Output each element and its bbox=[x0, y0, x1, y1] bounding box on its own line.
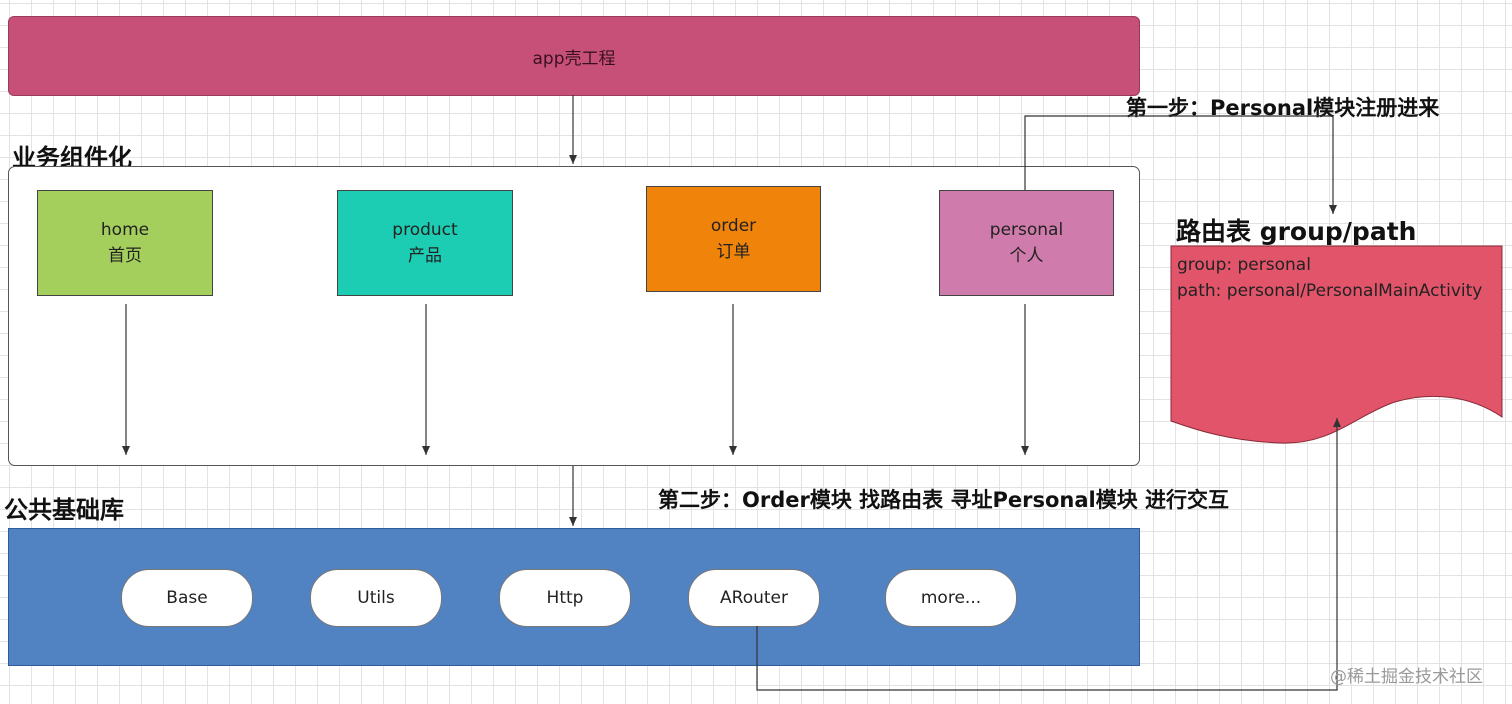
app-shell-label: app壳工程 bbox=[532, 48, 616, 69]
module-product-name: product bbox=[392, 220, 458, 240]
app-shell-box: app壳工程 bbox=[8, 16, 1140, 96]
route-table-shape bbox=[1170, 245, 1503, 444]
module-order-subtitle: 订单 bbox=[716, 242, 751, 262]
module-product-subtitle: 产品 bbox=[408, 246, 442, 266]
arrow-arouter-lookup bbox=[756, 418, 1341, 691]
arrow-personal-register bbox=[1024, 115, 1337, 214]
library-http-label: Http bbox=[546, 588, 584, 608]
library-arouter-label: ARouter bbox=[720, 588, 788, 608]
library-utils-label: Utils bbox=[357, 588, 395, 608]
library-http: Http bbox=[499, 569, 631, 627]
module-personal-name: personal bbox=[989, 220, 1064, 240]
library-arouter: ARouter bbox=[688, 569, 820, 627]
route-table-group: group: personal bbox=[1177, 255, 1311, 275]
watermark: @稀土掘金技术社区 bbox=[1330, 667, 1483, 687]
module-order-name: order bbox=[710, 216, 757, 236]
route-table-title: 路由表 group/path bbox=[1176, 217, 1417, 246]
module-home-subtitle: 首页 bbox=[108, 246, 142, 266]
common-section-title: 公共基础库 bbox=[4, 496, 124, 524]
library-utils: Utils bbox=[310, 569, 442, 627]
library-more: more... bbox=[885, 569, 1017, 627]
step2-label: 第二步：Order模块 找路由表 寻址Personal模块 进行交互 bbox=[658, 488, 1230, 512]
module-home: home 首页 bbox=[37, 190, 213, 296]
module-home-name: home bbox=[100, 220, 150, 240]
library-more-label: more... bbox=[920, 588, 982, 608]
module-personal: personal 个人 bbox=[939, 190, 1114, 296]
module-personal-subtitle: 个人 bbox=[1009, 246, 1044, 266]
route-table-path: path: personal/PersonalMainActivity bbox=[1177, 281, 1483, 301]
library-base-label: Base bbox=[166, 588, 208, 608]
module-product: product 产品 bbox=[337, 190, 513, 296]
module-order: order 订单 bbox=[646, 186, 821, 292]
library-base: Base bbox=[121, 569, 253, 627]
